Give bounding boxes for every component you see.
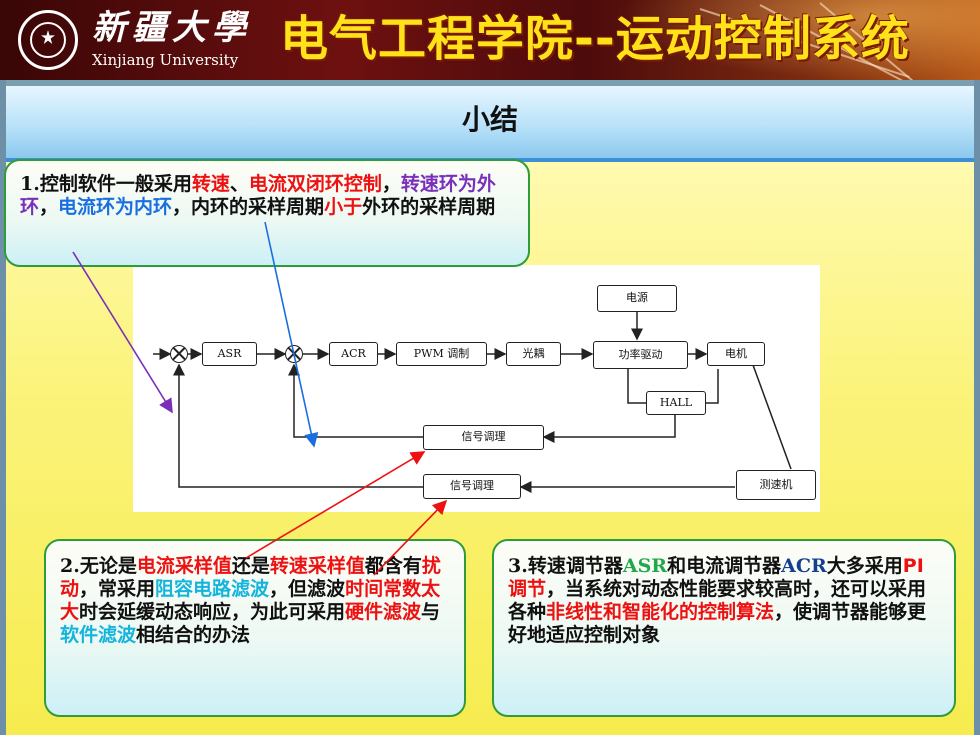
note-text-segment: 电流双闭环控制 xyxy=(248,173,382,195)
control-block-diagram: ASR ACR PWM 调制 光耦 功率驱动 电机 电源 HALL 信号调理 信… xyxy=(133,265,820,512)
note-text-segment: ，常采用 xyxy=(79,578,156,600)
header-banner: 新疆大學 Xinjiang University 电气工程学院--运动控制系统 xyxy=(0,0,980,80)
summing-junction-current xyxy=(285,345,303,363)
seal-inner-ring xyxy=(30,22,66,58)
note-text-segment: ，当系统对动态性能要求较高时，还可以采用各种 xyxy=(508,578,927,623)
note-text-segment: 还是 xyxy=(231,555,270,577)
frame-top xyxy=(0,80,980,86)
motor-block: 电机 xyxy=(707,342,765,366)
wire-current-feedback xyxy=(288,363,423,438)
frame-left xyxy=(0,80,6,735)
slide-subtitle: 小结 xyxy=(461,103,518,136)
note-text-segment: 都含有 xyxy=(364,555,422,577)
note-text-segment: 转速采样值 xyxy=(269,555,365,577)
university-seal-logo xyxy=(18,10,78,70)
note-text-segment: ，使调节器能够更好地适应控制对象 xyxy=(508,601,927,646)
note-regulator-algorithms: 3.转速调节器ASR和电流调节器ACR大多采用PI调节，当系统对动态性能要求较高… xyxy=(492,539,956,717)
note-text-segment: ACR xyxy=(781,555,827,577)
note-text-segment: ，但滤波 xyxy=(269,578,346,600)
note-text-segment: 相结合的办法 xyxy=(136,624,251,646)
optocoupler-block: 光耦 xyxy=(506,342,561,366)
power-supply-block: 电源 xyxy=(597,285,677,312)
note-text-segment: 时会延缓动态响应，为此可采用 xyxy=(79,601,346,623)
note-text-segment: 时间常数太大 xyxy=(60,578,441,623)
note-sampling-filtering: 2.无论是电流采样值还是转速采样值都含有扰动，常采用阻容电路滤波，但滤波时间常数… xyxy=(44,539,466,717)
frame-right xyxy=(974,80,980,735)
subtitle-band xyxy=(6,86,974,158)
note-text-segment: PI调节 xyxy=(508,555,924,600)
note-text-segment: ，内环的采样周期 xyxy=(172,196,325,218)
note-text-segment: ， xyxy=(381,173,401,195)
note-text-segment: 3.转速调节器 xyxy=(508,555,623,577)
tachometer-block: 测速机 xyxy=(736,470,816,500)
note-text-segment: 大多采用 xyxy=(826,555,903,577)
university-name-cn: 新疆大學 xyxy=(92,8,252,48)
asr-block: ASR xyxy=(202,342,257,366)
note-text-segment: 和电流调节器 xyxy=(667,555,782,577)
note-text-segment: 软件滤波 xyxy=(60,624,137,646)
wire-drive-hall xyxy=(627,369,646,404)
note-text-segment: 转速环为外环 xyxy=(20,173,496,218)
wire-hall-signal-current xyxy=(542,415,676,443)
note-text-segment: 硬件滤波 xyxy=(345,601,422,623)
hall-sensor-block: HALL xyxy=(646,391,706,415)
note-text-segment: 、 xyxy=(229,173,249,195)
note-text-segment: 电流采样值 xyxy=(136,555,232,577)
note-text-segment: 外环的采样周期 xyxy=(362,196,496,218)
power-drive-block: 功率驱动 xyxy=(593,341,688,369)
acr-block: ACR xyxy=(329,342,378,366)
note-dual-loop-control: 1.控制软件一般采用转速、电流双闭环控制，转速环为外环，电流环为内环，内环的采样… xyxy=(4,159,530,267)
pwm-block: PWM 调制 xyxy=(396,342,487,366)
wire-motor-tacho xyxy=(752,364,792,470)
wire-speed-feedback xyxy=(173,363,423,488)
note-text-segment: ， xyxy=(39,196,59,218)
note-text-segment: 与 xyxy=(421,601,441,623)
note-text-segment: 转速 xyxy=(191,173,230,195)
course-title: 电气工程学院--运动控制系统 xyxy=(280,11,910,67)
note-text-segment: 电流环为内环 xyxy=(58,196,173,218)
signal-conditioning-speed-block: 信号调理 xyxy=(423,474,521,499)
note-text-segment: 1.控制软件一般采用 xyxy=(20,173,192,195)
note-text-segment: 2.无论是 xyxy=(60,555,137,577)
summing-junction-speed xyxy=(170,345,188,363)
signal-conditioning-current-block: 信号调理 xyxy=(423,425,544,450)
wire-motor-hall xyxy=(705,369,719,404)
note-text-segment: ASR xyxy=(622,555,668,577)
university-name-en: Xinjiang University xyxy=(92,51,239,69)
note-text-segment: 非线性和智能化的控制算法 xyxy=(546,601,775,623)
note-text-segment: 小于 xyxy=(324,196,363,218)
note-text-segment: 阻容电路滤波 xyxy=(155,578,270,600)
